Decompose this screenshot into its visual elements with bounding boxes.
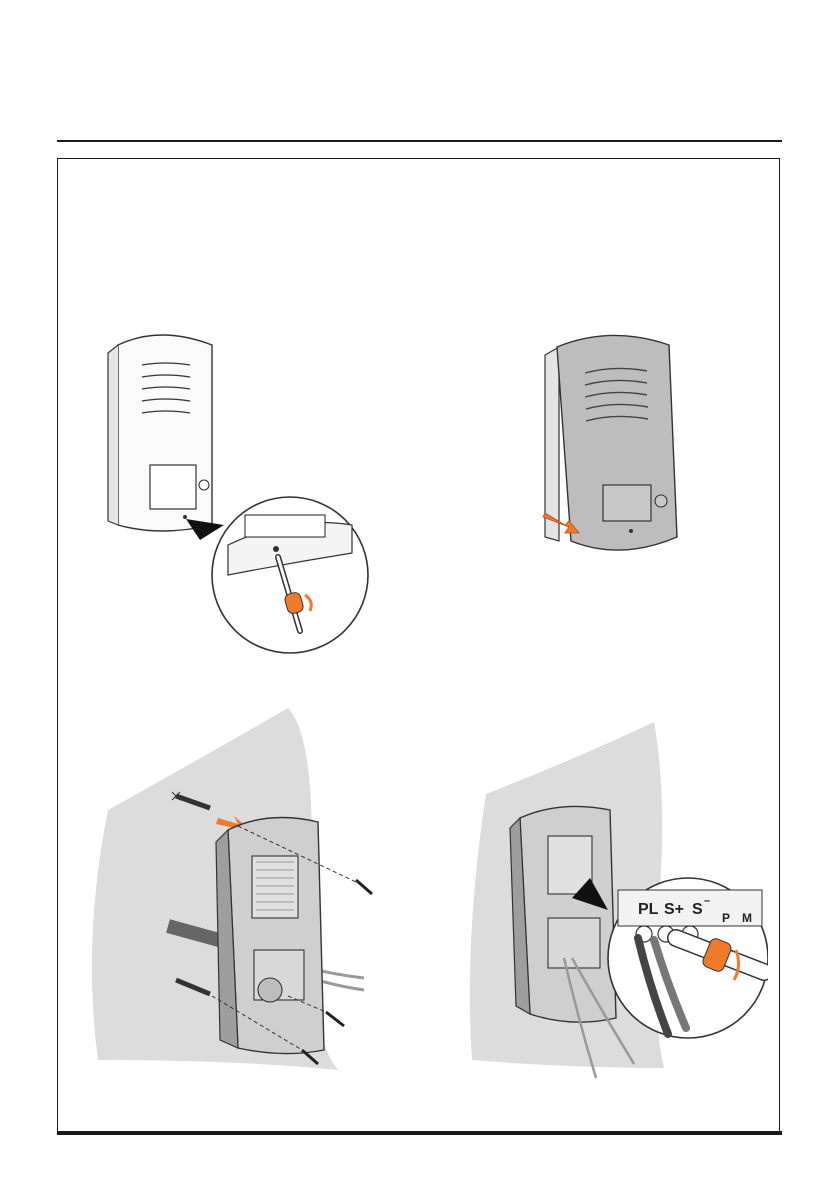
terminal-m-label: M [742,911,752,925]
terminal-pl-label: PL [638,901,659,918]
figure-wire-connection: PL S+ S – P M [468,718,768,1078]
call-button-icon [199,480,209,490]
screw-detail-icon [273,546,279,552]
terminal-p-label: P [722,911,730,925]
back-plate [228,818,324,1054]
terminal-s-minus-label: S [692,901,703,918]
footer-rule [57,1131,782,1135]
header-rule [57,140,782,142]
call-button-icon [655,495,667,507]
speaker-module [252,856,298,918]
figure-wall-mounting [88,700,388,1080]
back-plate [545,347,559,541]
screw-hole-icon [183,515,187,519]
name-card-window [603,485,651,521]
terminal-minus-sign: – [704,895,710,907]
terminal-s-plus-label: S+ [664,901,684,918]
figure-remove-cover [535,325,695,565]
panel-side [108,345,118,525]
name-card-window [150,465,196,509]
remove-cover-illustration [535,325,695,565]
unscrew-cover-illustration [100,325,400,655]
wall-mounting-illustration [88,700,388,1080]
figure-unscrew-cover [100,325,400,655]
wire-connection-illustration: PL S+ S – P M [468,718,768,1078]
